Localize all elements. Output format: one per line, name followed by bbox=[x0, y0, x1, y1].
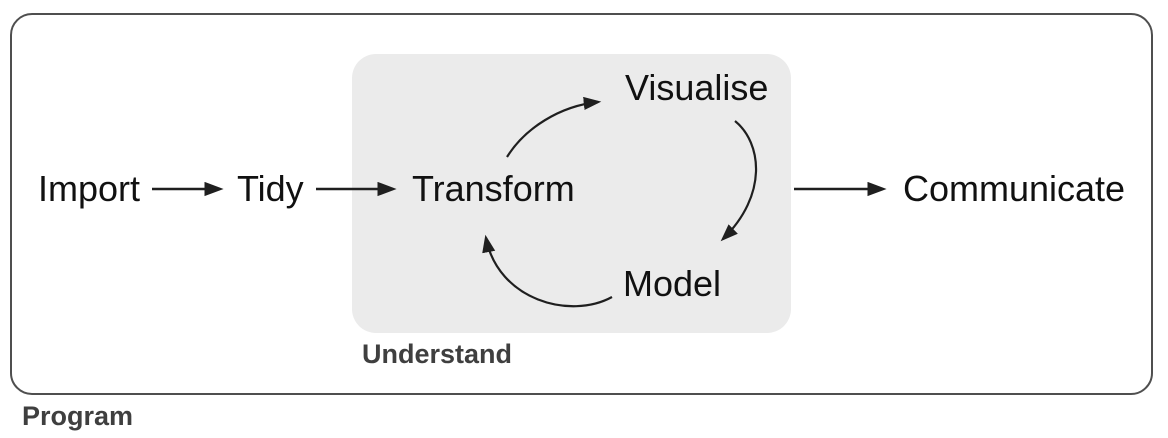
node-visualise: Visualise bbox=[625, 67, 769, 108]
understand-group-label: Understand bbox=[362, 339, 513, 369]
node-transform: Transform bbox=[412, 168, 575, 209]
node-tidy: Tidy bbox=[237, 168, 304, 209]
node-model: Model bbox=[623, 263, 722, 304]
program-group-label: Program bbox=[22, 401, 134, 431]
node-communicate: Communicate bbox=[903, 168, 1126, 209]
program-group-box bbox=[10, 13, 1153, 395]
node-import: Import bbox=[38, 168, 141, 209]
